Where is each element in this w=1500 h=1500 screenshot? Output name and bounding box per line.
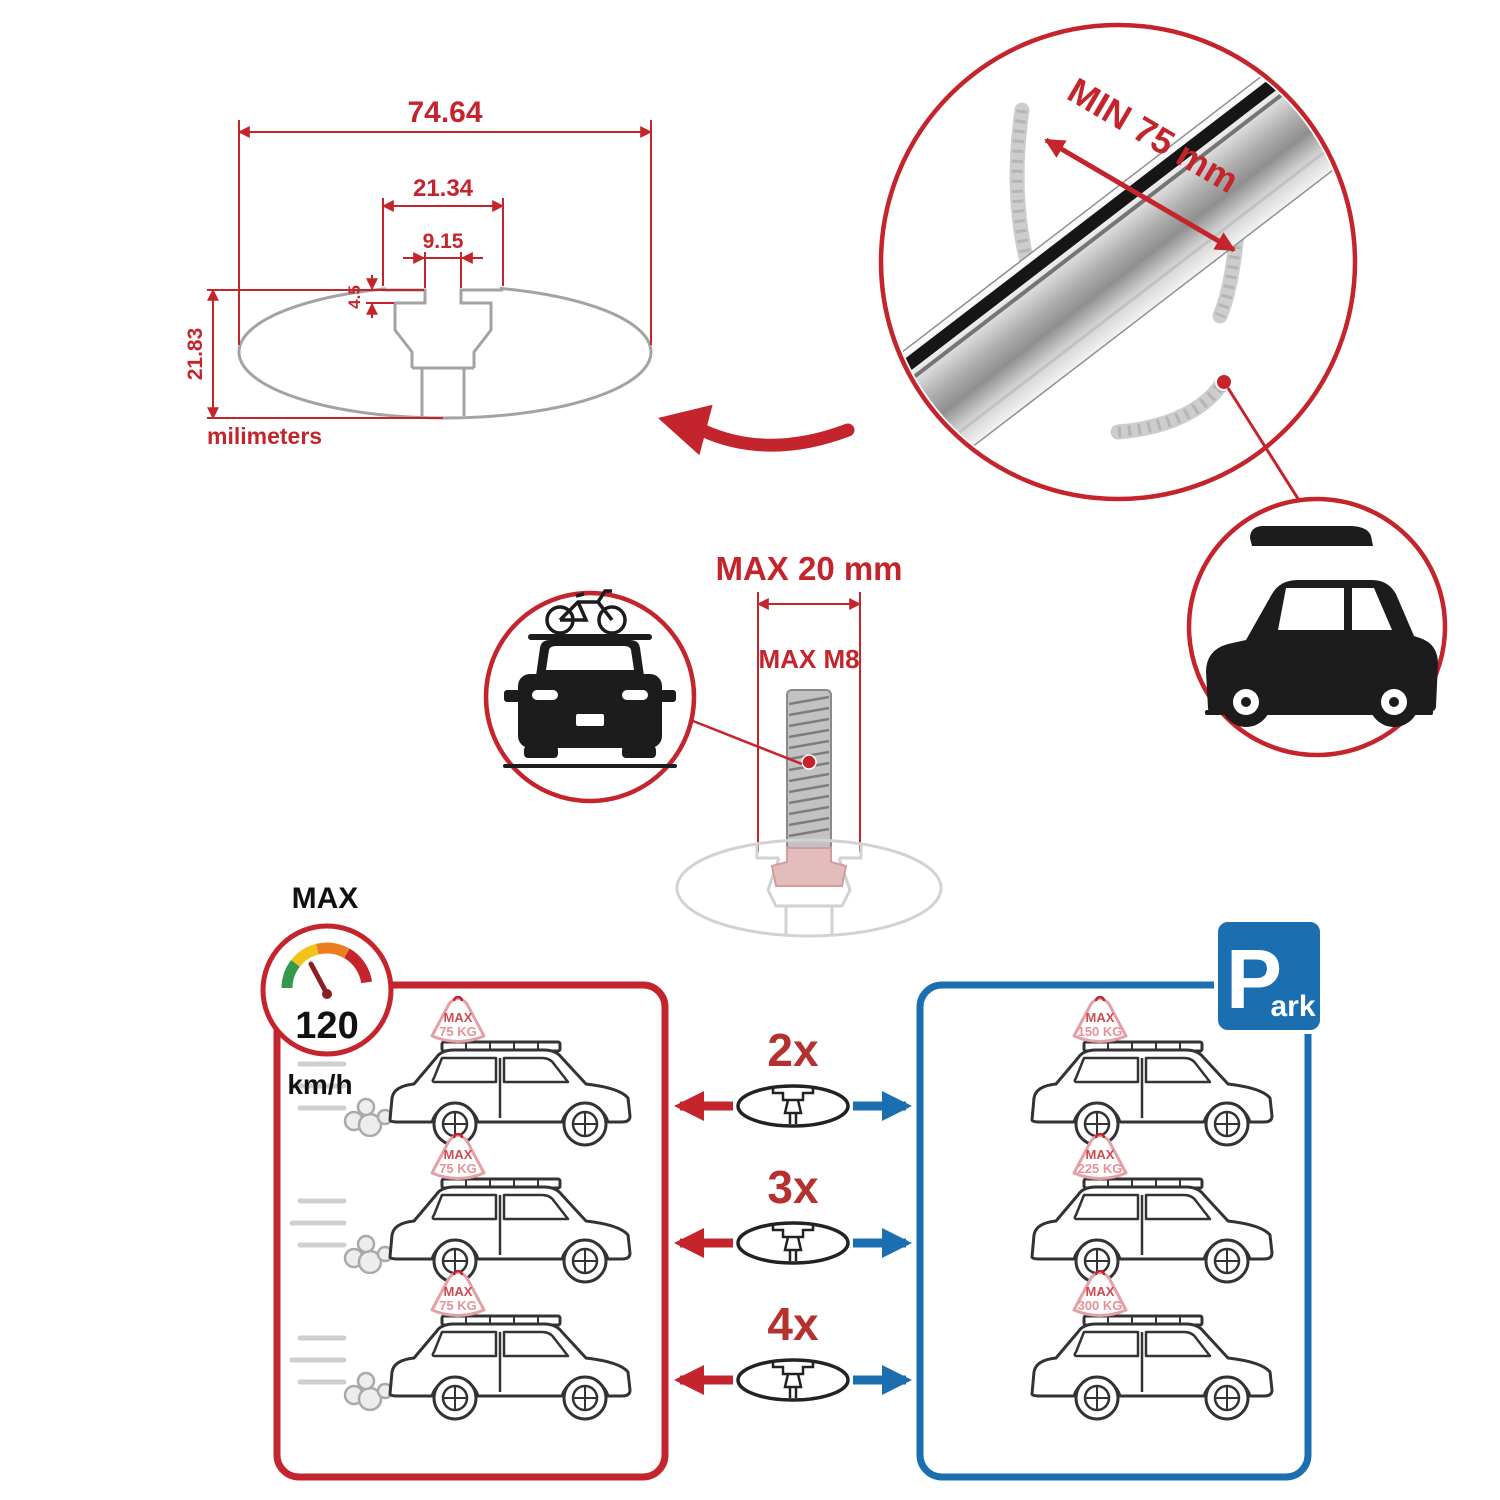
badge-max-label: MAX (444, 1147, 473, 1162)
car-headlight-left (532, 690, 558, 700)
suv-windshield (1352, 588, 1392, 630)
motion-lines-3 (289, 1335, 347, 1385)
suv-side-window (1278, 588, 1344, 630)
suv-rear-hub (1241, 697, 1251, 707)
cross-section-drawing: 74.64 21.34 9.15 4.5 21.83 milimeters (184, 96, 653, 449)
ghost-profile (675, 838, 943, 938)
dim-total-height: 21.83 (184, 328, 207, 381)
bar-detail-circle: MIN 75 mm (878, 22, 1358, 502)
car-body-front (518, 674, 662, 748)
parking-letter: P (1226, 932, 1282, 1026)
gauge-arc-green (281, 960, 300, 989)
bolt-max-width-label: MAX 20 mm (715, 550, 902, 587)
clamp-strap-bottom-ribs (1117, 377, 1229, 438)
car-front-circle (483, 589, 697, 804)
car-mirror-left (504, 690, 520, 702)
crossbar-profile-icon (736, 1084, 850, 1128)
zoom-arrow (658, 404, 855, 456)
badge-load-label: 75 KG (439, 1298, 477, 1313)
driving-cars-group: MAX 75 KG MAX 75 KG MAX 75 KG (289, 996, 632, 1421)
car-plate (576, 714, 604, 726)
badge-max-label: MAX (444, 1284, 473, 1299)
parked-badge-3: MAX 300 KG (1072, 1270, 1128, 1317)
bicycle-icon (545, 589, 627, 635)
suv-roofbox-icon (1205, 526, 1438, 727)
crossbar-profile-icon (736, 1358, 850, 1402)
speed-units: km/h (287, 1069, 352, 1100)
bike-front-wheel (597, 605, 627, 635)
zoom-arrow-shaft (697, 423, 855, 452)
dim-slot-width: 9.15 (423, 230, 464, 253)
qty-label-2x: 2x (767, 1024, 819, 1076)
parked-badge-1: MAX 150 KG (1072, 996, 1128, 1043)
gauge-arc-yellow (291, 943, 319, 967)
car-front-icon (503, 634, 677, 768)
car-roof-bar (528, 634, 652, 640)
bar-quantity-rows: 2x 3x 4x (674, 1024, 912, 1402)
profile-t-slot (383, 288, 503, 416)
min-span-arrow (1044, 137, 1236, 253)
parking-sign-plate (1214, 918, 1324, 1034)
bolt-point-dot (801, 754, 817, 770)
badge-max-label: MAX (1086, 1147, 1115, 1162)
suv-roof-box (1250, 526, 1373, 546)
badge-load-label: 75 KG (439, 1161, 477, 1176)
speed-max-label: MAX (292, 882, 359, 915)
bar-end-cap (885, 411, 900, 495)
qty-label-4x: 4x (767, 1298, 819, 1350)
motion-lines-2 (289, 1198, 347, 1248)
bolt-ext-lines (757, 592, 861, 852)
ghost-t-slot (755, 844, 863, 934)
car-mirror-right (660, 690, 676, 702)
dim-total-width: 74.64 (407, 96, 482, 129)
driving-badge-1: MAX 75 KG (430, 996, 486, 1043)
badge-load-label: 150 KG (1078, 1024, 1123, 1039)
car-wheel-left (524, 746, 558, 758)
car-wheel-right (622, 746, 656, 758)
suv-front-hub (1389, 697, 1399, 707)
bar-lower-highlight (892, 84, 1351, 484)
parked-cars-group: MAX 150 KG MAX 225 KG MAX 300 KG (1030, 996, 1274, 1421)
gauge-arc-orange (315, 942, 350, 959)
clamp-point-dot (1215, 373, 1233, 391)
dim-ext-total-height (207, 289, 443, 419)
badge-max-label: MAX (1086, 1010, 1115, 1025)
badge-load-label: 75 KG (439, 1024, 477, 1039)
units-label: milimeters (207, 423, 322, 449)
gauge-arc-red (343, 948, 373, 984)
parking-sign-icon: P ark (1214, 918, 1324, 1034)
dim-ext-total-width (238, 120, 652, 345)
badge-load-label: 225 KG (1078, 1161, 1123, 1176)
speed-value: 120 (295, 1005, 358, 1047)
parked-badge-2: MAX 225 KG (1072, 1133, 1128, 1180)
bolt-leader-line (692, 719, 803, 766)
speed-gauge-icon: MAX 120 km/h (260, 882, 394, 1100)
qty-label-3x: 3x (767, 1161, 819, 1213)
bike-frame (558, 589, 614, 622)
crossbar-profile-icon (736, 1221, 850, 1265)
car-windshield (546, 646, 634, 670)
suv-circle (1186, 496, 1448, 758)
profile-ellipse (237, 284, 653, 420)
dim-ext-channel-width (382, 198, 504, 286)
bolt-t-head (770, 847, 848, 887)
bolt-section: MAX 20 mm MAX M8 (675, 550, 943, 938)
badge-max-label: MAX (444, 1010, 473, 1025)
bolt-thread-label: MAX M8 (758, 644, 859, 674)
gauge-needle (308, 961, 330, 997)
car-headlight-right (622, 690, 648, 700)
motion-lines-1 (289, 1061, 347, 1111)
gauge-pivot (322, 989, 332, 999)
ghost-ellipse (675, 838, 943, 938)
driving-badge-3: MAX 75 KG (430, 1270, 486, 1317)
badge-load-label: 300 KG (1078, 1298, 1123, 1313)
dim-lip-depth: 4.5 (345, 285, 364, 309)
badge-max-label: MAX (1086, 1284, 1115, 1299)
zoom-arrow-head (658, 404, 713, 456)
driving-badge-2: MAX 75 KG (430, 1133, 486, 1180)
parking-suffix: ark (1270, 990, 1315, 1023)
dim-channel-width: 21.34 (413, 175, 474, 202)
